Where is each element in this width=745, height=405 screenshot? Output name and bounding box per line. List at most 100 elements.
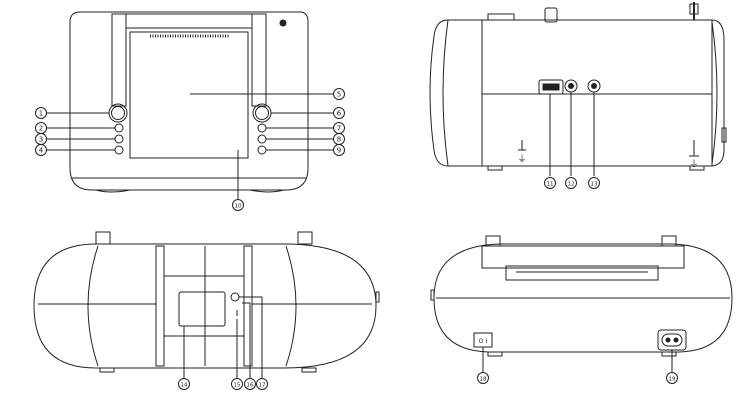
back-knob-left [485,235,501,247]
jack-12-inner [568,83,574,89]
callout-circle [666,372,678,384]
callout-16: 16 [244,378,256,390]
callout-12: 12 [565,177,577,189]
callout-number: 5 [337,90,341,98]
callout-5: 5 [333,88,345,100]
jack-13-inner [591,83,597,89]
callout-3: 3 [35,133,47,145]
side-view [429,2,727,176]
callout-number: 19 [669,376,676,382]
callout-number: 12 [568,181,575,187]
back-body-outline [433,243,733,353]
callout-circle [544,177,556,189]
front-view [47,11,334,199]
top-foot-left [99,367,115,373]
top-view [33,231,380,378]
callout-number: 1 [39,109,43,117]
callout-number: 8 [337,135,341,143]
front-handle-right [251,13,267,107]
right-button-3 [257,145,267,155]
top-handle-right [297,231,313,245]
top-handle-left [95,231,111,245]
side-body-outline [429,19,725,167]
callout-circle [178,378,190,390]
leader-16 [242,302,251,378]
callout-7: 7 [333,122,345,134]
lcd-display [178,291,226,327]
callout-number: 6 [337,109,342,117]
callout-number: 16 [247,382,254,388]
right-knob-inner [255,106,269,120]
usb-port-inner [542,83,560,91]
callout-number: 15 [234,382,241,388]
side-foot-left [487,165,503,171]
back-foot-right [661,351,677,357]
cd-door [129,31,249,159]
side-right-tab [721,127,727,143]
callout-circle [35,107,47,119]
callout-17: 17 [256,378,268,390]
back-handle-inner [505,265,659,281]
ac-socket-inner [661,333,683,347]
callout-8: 8 [333,133,345,145]
callout-circle [333,144,345,156]
left-button-1 [114,123,124,133]
side-knob-top [544,7,558,23]
callout-10: 10 [232,199,244,211]
callout-number: 4 [39,146,44,154]
side-bezel-right [711,21,718,165]
back-foot-left [487,351,503,357]
callout-number: 7 [337,124,341,132]
top-right-panel [243,245,253,367]
callout-11: 11 [544,177,556,189]
callout-circle [333,107,345,119]
callout-18: 18 [477,372,489,384]
callout-circle [588,177,600,189]
side-top-tab [487,13,515,21]
callout-circle [244,378,256,390]
leader-17 [239,296,263,378]
callout-number: 11 [547,181,554,187]
ground-symbol-right: ⏚ [689,159,698,170]
callout-circle [333,88,345,100]
right-button-1 [257,123,267,133]
left-button-2 [114,134,124,144]
back-handle-bar [481,245,685,269]
callout-circle [565,177,577,189]
callout-4: 4 [35,144,47,156]
callout-circle [256,378,268,390]
callout-number: 17 [259,382,266,388]
power-led-icon [279,19,287,27]
top-foot-right [301,367,317,373]
callout-number: 3 [39,135,43,143]
top-center-panel [163,275,245,337]
side-foot-right [689,165,705,171]
callout-circle [231,378,243,390]
power-switch-label: O I [479,338,488,345]
front-foot [95,189,285,193]
callout-circle [232,199,244,211]
back-side-tab [430,289,435,301]
callout-number: 13 [591,181,598,187]
callout-number: 18 [480,376,487,382]
callout-9: 9 [333,144,345,156]
left-knob-inner [111,106,125,120]
left-button-3 [114,145,124,155]
top-body-outline [33,243,377,369]
callout-2: 2 [35,122,47,134]
top-ir-sensor [230,292,240,302]
top-speaker-right-arc [285,245,297,367]
callout-circle [35,144,47,156]
front-handle-left [111,13,127,107]
callout-19: 19 [666,372,678,384]
top-side-tab [375,291,380,303]
callout-number: 14 [181,382,188,388]
back-knob-right [661,235,677,247]
callout-13: 13 [588,177,600,189]
callout-1: 1 [35,107,47,119]
callout-6: 6 [333,107,345,119]
back-view: O I [430,235,733,372]
antenna-tip [689,3,699,15]
